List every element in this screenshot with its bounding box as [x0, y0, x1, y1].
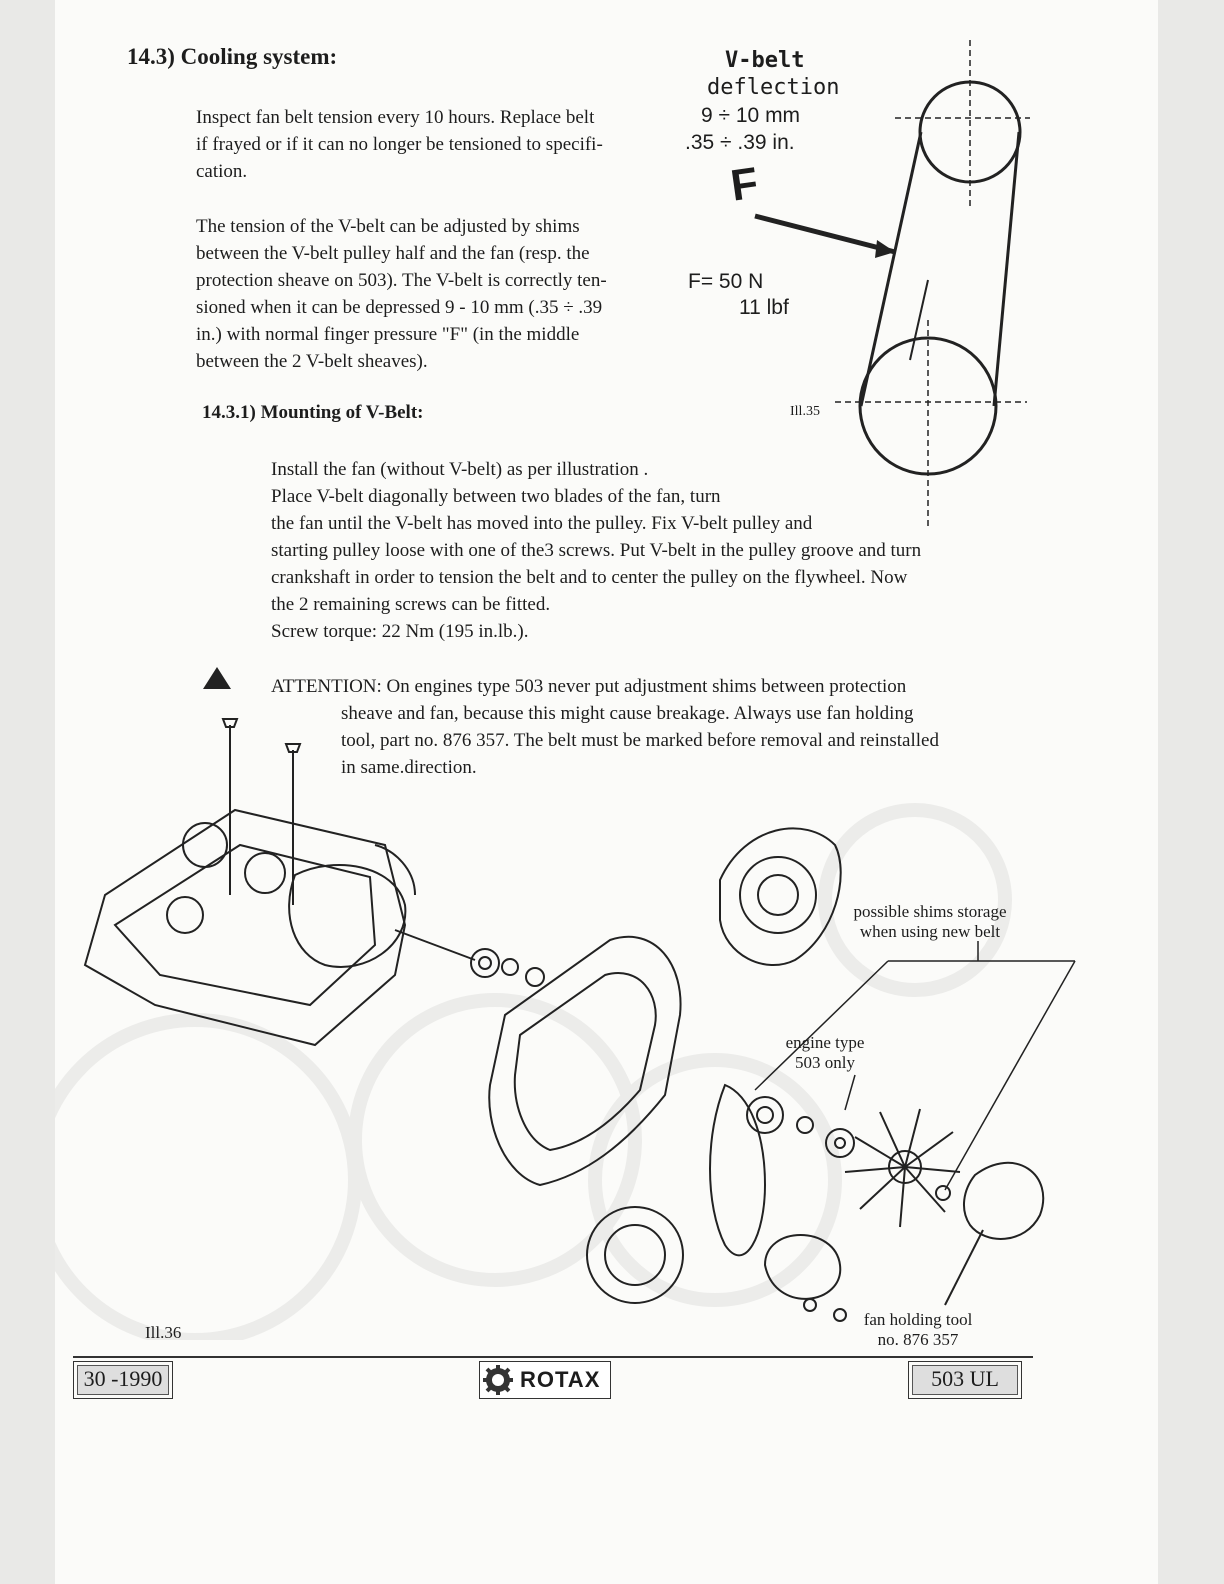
- footer-page-number: 30 -1990: [73, 1361, 173, 1399]
- section-title: 14.3) Cooling system:: [127, 44, 338, 69]
- text-line: in same.direction.: [341, 757, 477, 778]
- manual-page: 14.3) Cooling system: Inspect fan belt t…: [55, 0, 1158, 1584]
- footer-rule: [73, 1356, 1033, 1358]
- mounting-instructions: Install the fan (without V-belt) as per …: [271, 456, 1041, 645]
- force-lbf: 11 lbf: [739, 296, 789, 319]
- callout-line: when using new belt: [859, 922, 1001, 941]
- subsection-title: 14.3.1) Mounting of V-Belt:: [202, 402, 424, 423]
- deflection-inch: .35 ÷ .39 in.: [685, 131, 795, 154]
- text-line: crankshaft in order to tension the belt …: [271, 567, 908, 588]
- text-line: between the 2 V-belt sheaves).: [196, 351, 428, 372]
- rotax-logo: ROTAX: [479, 1361, 611, 1399]
- callout-fan-holding-tool: fan holding tool no. 876 357: [838, 1310, 998, 1350]
- callout-shims-storage: possible shims storage when using new be…: [830, 902, 1030, 942]
- text-line: starting pulley loose with one of the3 s…: [271, 540, 922, 561]
- callout-line: possible shims storage: [853, 902, 1007, 921]
- footer-model: 503 UL: [908, 1361, 1022, 1399]
- warning-triangle-icon: [203, 667, 231, 689]
- text-line: in.) with normal finger pressure "F" (in…: [196, 324, 580, 345]
- brand-name: ROTAX: [520, 1367, 601, 1392]
- text-line: between the V-belt pulley half and the f…: [196, 243, 590, 264]
- paragraph-inspect: Inspect fan belt tension every 10 hours.…: [196, 104, 696, 185]
- belt-heading-1: V-belt: [725, 48, 805, 73]
- text-line: the 2 remaining screws can be fitted.: [271, 594, 551, 615]
- paragraph-tension: The tension of the V-belt can be adjuste…: [196, 213, 696, 375]
- text-line: cation.: [196, 161, 248, 182]
- text-line: Inspect fan belt tension every 10 hours.…: [196, 107, 595, 128]
- gear-icon: [483, 1365, 513, 1395]
- bleed-through-ghost: [55, 803, 1012, 1340]
- text-line: Install the fan (without V-belt) as per …: [271, 459, 649, 480]
- text-line: Place V-belt diagonally between two blad…: [271, 486, 721, 507]
- v-belt-diagram: [754, 40, 1030, 530]
- text-line: tool, part no. 876 357. The belt must be…: [341, 730, 939, 751]
- text-line: Screw torque: 22 Nm (195 in.lb.).: [271, 621, 529, 642]
- callout-line: engine type: [785, 1033, 865, 1052]
- force-newton: F= 50 N: [688, 270, 764, 293]
- callout-line: no. 876 357: [877, 1330, 959, 1349]
- callout-line: 503 only: [795, 1053, 855, 1072]
- text-line: sheave and fan, because this might cause…: [341, 703, 914, 724]
- text-line: protection sheave on 503). The V-belt is…: [196, 270, 607, 291]
- deflection-mm: 9 ÷ 10 mm: [701, 104, 801, 127]
- exploded-view-illustration: [83, 718, 1076, 1322]
- callout-line: fan holding tool: [863, 1310, 973, 1329]
- attention-text: sheave and fan, because this might cause…: [341, 700, 1031, 781]
- text-line: sioned when it can be depressed 9 - 10 m…: [196, 297, 603, 318]
- belt-heading-2: deflection: [707, 75, 840, 100]
- callout-engine-type: engine type 503 only: [765, 1033, 885, 1073]
- text-line: The tension of the V-belt can be adjuste…: [196, 216, 580, 237]
- attention-first-line: ATTENTION: On engines type 503 never put…: [271, 676, 907, 697]
- ill35-caption: Ill.35: [790, 404, 820, 419]
- text-line: if frayed or if it can no longer be tens…: [196, 134, 603, 155]
- ill36-caption: Ill.36: [145, 1323, 182, 1342]
- text-line: the fan until the V-belt has moved into …: [271, 513, 813, 534]
